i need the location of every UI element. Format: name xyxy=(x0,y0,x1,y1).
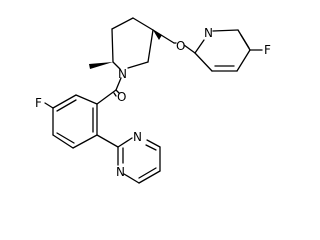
bond-pip-c4-c5 xyxy=(132,17,154,31)
pyrimidine-ring xyxy=(96,134,161,184)
bond-pip-c5-c6 xyxy=(147,29,154,63)
amide-group xyxy=(96,77,122,105)
bond-carbonyl-aryl xyxy=(96,89,117,105)
stereo-wedge-c5 xyxy=(153,30,162,40)
bond-pyr-c5-c4 xyxy=(236,49,251,72)
structure-svg: F N O N O F N N xyxy=(35,17,271,184)
bond-bz-pym xyxy=(96,134,119,148)
bond-bz-c6-c5 xyxy=(52,94,77,109)
bond-bz-c4-c3 xyxy=(52,134,74,149)
ether-linker xyxy=(152,29,196,54)
pyridine-ring xyxy=(194,29,263,72)
bond-pip-c6-n xyxy=(127,61,149,69)
bond-pyr-c6-c5-double xyxy=(240,34,250,49)
atom-label-f-benzene: F xyxy=(35,96,42,110)
bond-pip-c3-c4 xyxy=(111,17,134,30)
atom-label-n-pyrimidine-2: N xyxy=(116,165,125,179)
atom-label-f-pyridine: F xyxy=(264,43,271,57)
bond-pip-n-c2 xyxy=(112,61,121,70)
bond-pip-c2-c3 xyxy=(111,28,114,63)
bond-pym-c4-c5 xyxy=(138,170,161,184)
atom-label-n-pyrimidine-1: N xyxy=(133,130,142,144)
benzene-ring xyxy=(44,94,98,149)
bond-pyr-n-c6 xyxy=(212,29,239,32)
bond-carbonyl-o xyxy=(115,89,120,94)
bond-bz-c6-c5-double xyxy=(56,99,77,112)
piperidine-ring xyxy=(111,17,154,70)
bond-pym-c4-c5-double xyxy=(138,167,157,179)
bond-pym-n3-c4 xyxy=(123,173,140,184)
atom-label-o-carbonyl: O xyxy=(117,90,126,104)
bond-pyr-c2-n xyxy=(194,39,205,54)
bond-carbonyl-o-double xyxy=(113,92,117,97)
molecule-diagram: F N O N O F N N xyxy=(35,17,271,184)
atom-label-n-pyridine: N xyxy=(204,26,213,40)
bond-c5-ch2 xyxy=(152,29,175,44)
atom-label-o-ether: O xyxy=(176,39,185,53)
atom-label-n-piperidine: N xyxy=(118,67,127,81)
bond-pyr-c3-c2 xyxy=(194,52,213,72)
bond-pym-c6-n1 xyxy=(146,139,161,148)
bond-bz-c4-c3-double xyxy=(56,132,75,144)
bond-bz-c1-c6 xyxy=(75,94,98,105)
bond-pym-n1-c2 xyxy=(117,137,133,148)
methyl-wedge-bond xyxy=(89,62,113,69)
bond-pym-c6-n1-double xyxy=(145,144,157,151)
bond-bz-c5-f xyxy=(44,102,54,109)
bond-bz-c3-c2 xyxy=(72,134,98,149)
bond-o-pyr xyxy=(183,44,196,54)
bond-n-carbonyl xyxy=(115,77,122,91)
